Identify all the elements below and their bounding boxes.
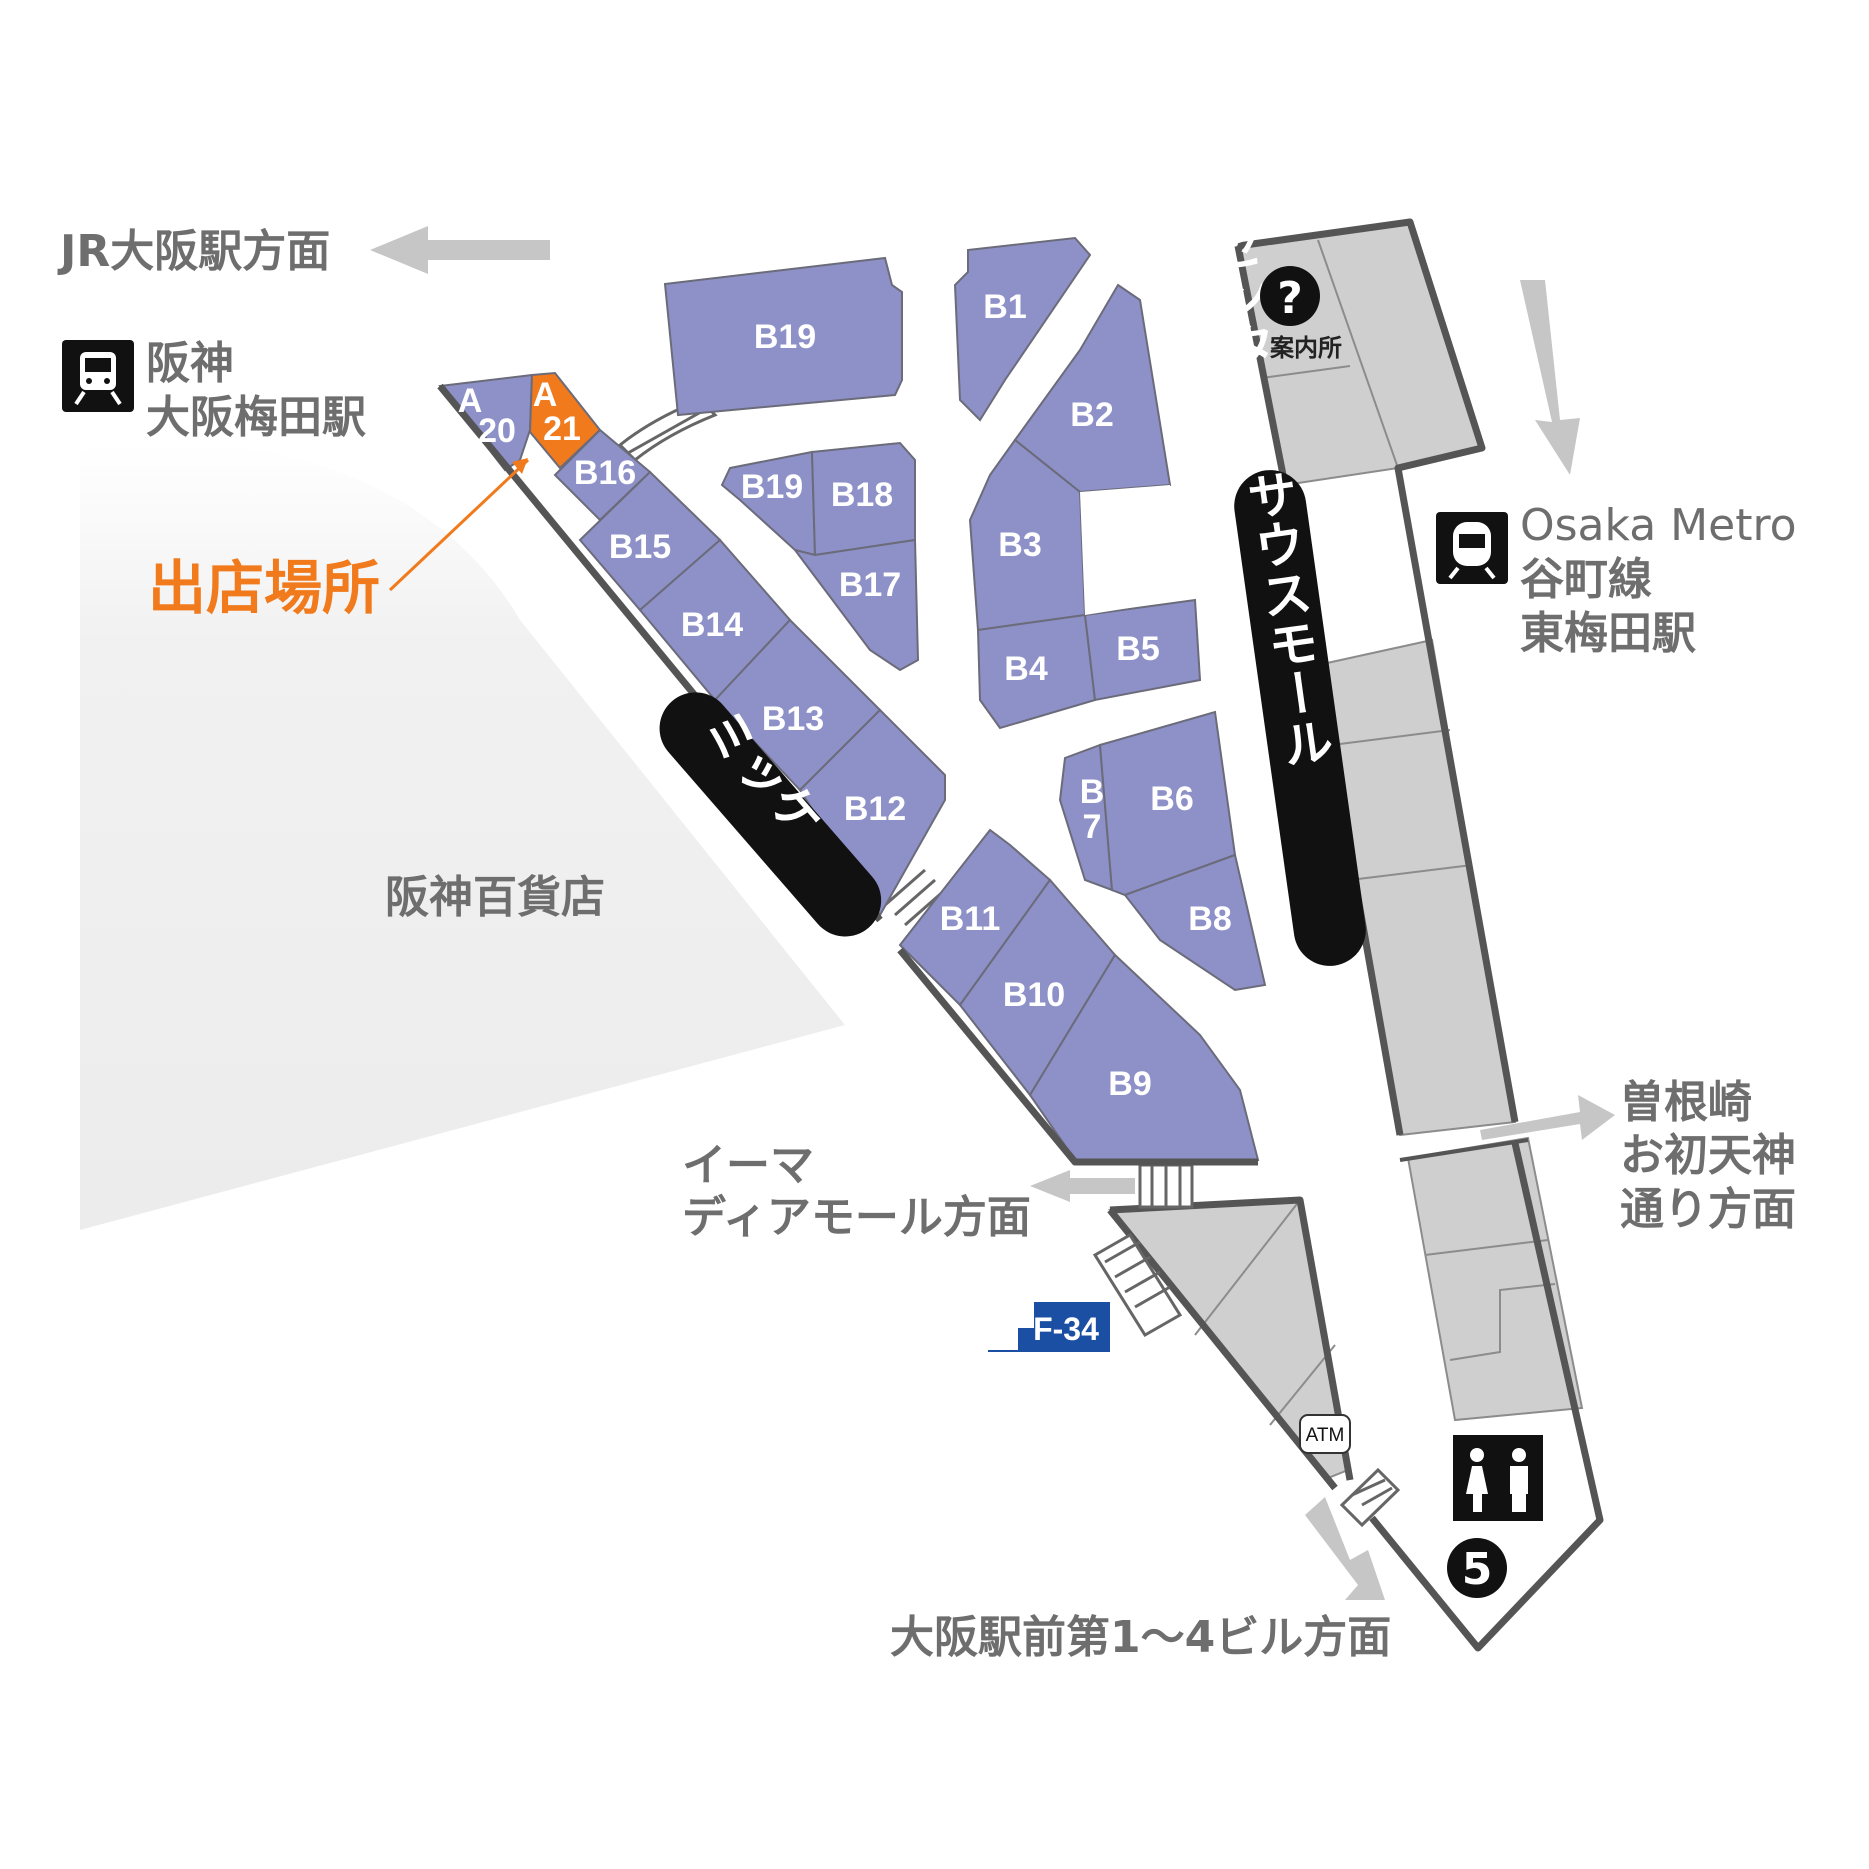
svg-text:?: ?	[1277, 273, 1303, 324]
svg-text:B9: B9	[1108, 1065, 1151, 1103]
hanshin-dept-label: 阪神百貨店	[385, 872, 605, 923]
hanshin-dept-area	[80, 443, 845, 1230]
svg-text:ATM: ATM	[1306, 1425, 1345, 1446]
exit-f34: F-34	[988, 1302, 1110, 1352]
restroom-icon	[1453, 1435, 1543, 1521]
info-icon	[1260, 266, 1320, 326]
shop-labels: A 20 A 21 B16 B15 B14 B13 B12 B19 B1 B19…	[458, 288, 1232, 1103]
info-center: ? 案内所	[1260, 266, 1342, 362]
shop-B1[interactable]	[953, 236, 1092, 422]
atm: ATM	[1299, 1414, 1351, 1454]
svg-text:20: 20	[478, 412, 516, 450]
svg-text:B1: B1	[983, 288, 1026, 326]
shop-B17[interactable]	[792, 538, 920, 672]
svg-text:大阪梅田駅: 大阪梅田駅	[146, 392, 366, 443]
svg-text:A: A	[533, 376, 558, 414]
lower-corridor-wall	[897, 947, 1258, 1166]
svg-text:B14: B14	[681, 606, 743, 644]
svg-text:谷町線: 谷町線	[1520, 554, 1652, 605]
shop-B8[interactable]	[1123, 853, 1267, 992]
restroom	[1453, 1435, 1543, 1521]
shop-B11[interactable]	[898, 828, 1052, 1007]
svg-text:B11: B11	[940, 900, 1001, 938]
svg-text:B3: B3	[998, 526, 1041, 564]
east-building	[1234, 218, 1604, 1652]
svg-text:B10: B10	[1003, 976, 1065, 1014]
svg-text:B6: B6	[1150, 780, 1193, 818]
svg-text:B19: B19	[754, 318, 816, 356]
svg-text:Osaka Metro: Osaka Metro	[1520, 500, 1797, 551]
shop-B4[interactable]	[976, 613, 1097, 730]
exit-5: 5	[1447, 1538, 1507, 1598]
svg-text:7: 7	[1083, 808, 1102, 846]
svg-text:B4: B4	[1004, 650, 1048, 688]
svg-text:通り方面: 通り方面	[1620, 1184, 1796, 1235]
svg-text:B2: B2	[1070, 396, 1113, 434]
store-location-label: 出店場所	[148, 554, 380, 622]
svg-text:東梅田駅: 東梅田駅	[1520, 608, 1696, 659]
ekimae-direction: 大阪駅前第1～4ビル方面	[890, 1612, 1391, 1663]
svg-text:お初天神: お初天神	[1620, 1130, 1796, 1181]
stairs	[617, 398, 1401, 1528]
svg-text:21: 21	[543, 410, 581, 448]
svg-text:B16: B16	[574, 454, 636, 492]
svg-text:B: B	[1080, 773, 1105, 811]
svg-text:B13: B13	[762, 700, 824, 738]
sonezaki-direction: 曽根崎 お初天神 通り方面	[1620, 1077, 1796, 1235]
svg-text:B12: B12	[844, 790, 906, 828]
svg-text:B5: B5	[1116, 630, 1159, 668]
svg-text:F-34: F-34	[1033, 1311, 1099, 1347]
jr-osaka-label: JR大阪駅方面	[57, 226, 330, 277]
shop-B18[interactable]	[810, 441, 916, 557]
svg-text:B19: B19	[741, 468, 803, 506]
svg-text:5: 5	[1462, 1544, 1493, 1595]
eema-direction: イーマ ディアモール方面	[682, 1140, 1031, 1243]
svg-text:イーマ: イーマ	[682, 1140, 814, 1191]
svg-text:B8: B8	[1188, 900, 1231, 938]
hanshin-station: 阪神 大阪梅田駅	[62, 338, 366, 443]
svg-text:A: A	[458, 382, 483, 420]
direction-arrows	[370, 226, 1615, 1600]
svg-text:阪神: 阪神	[146, 338, 234, 389]
svg-text:案内所: 案内所	[1269, 334, 1342, 362]
shop-B7[interactable]	[1058, 743, 1114, 892]
store-location-pointer	[388, 458, 530, 592]
svg-text:曽根崎: 曽根崎	[1620, 1077, 1752, 1128]
svg-text:B15: B15	[609, 528, 671, 566]
metro-station: Osaka Metro 谷町線 東梅田駅	[1436, 500, 1797, 659]
svg-text:B17: B17	[839, 566, 901, 604]
svg-text:ディアモール方面: ディアモール方面	[682, 1192, 1031, 1243]
svg-text:B18: B18	[831, 476, 893, 514]
shop-B19-top[interactable]	[663, 256, 903, 417]
shop-B5[interactable]	[1083, 598, 1202, 702]
